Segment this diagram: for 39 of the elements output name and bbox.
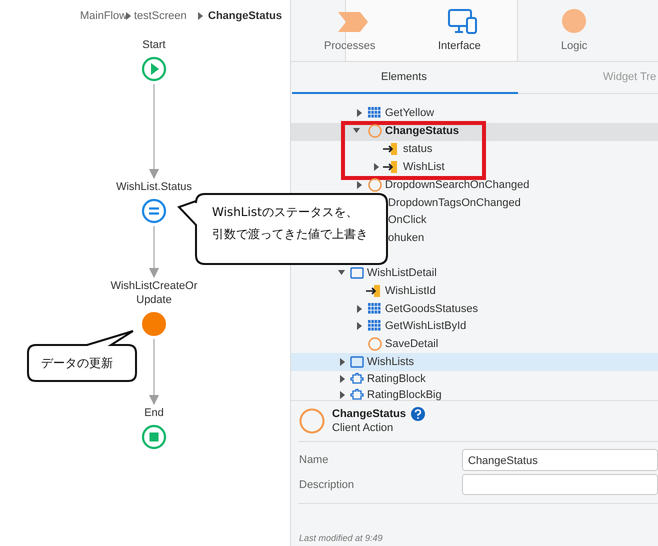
text-field: ChangeStatus: [462, 449, 658, 471]
tree-item: ChangeStatus: [385, 124, 459, 138]
tree-item: DropdownTagsOnChanged: [388, 196, 521, 210]
arrow: [149, 84, 159, 179]
tab-label: Logic: [561, 39, 588, 53]
node-label: End: [143, 406, 165, 420]
subtab-label: Elements: [381, 70, 427, 84]
tree-item: RatingBlockBig: [367, 388, 442, 402]
tree-item: DropdownSearchOnChanged: [385, 178, 530, 192]
tree-item: RatingBlock: [367, 372, 426, 386]
tree-item: GetGoodsStatuses: [385, 302, 478, 316]
tree-item: WishListId: [385, 284, 436, 298]
tree-item: GetWishListById: [385, 319, 466, 333]
subtab-label: Widget Tre: [603, 70, 656, 84]
tree-item: WishLists: [367, 355, 414, 369]
tree-item: status: [403, 142, 432, 156]
field-label: Name: [299, 453, 328, 467]
bubble-text: データの更新: [41, 355, 113, 372]
tree-item: WishList: [403, 160, 445, 174]
tree-item: SaveDetail: [385, 337, 438, 351]
breadcrumb-link: MainFlow: [80, 9, 128, 23]
bubble-text: WishListのステータスを、引数で渡ってきた値で上書き: [212, 204, 369, 243]
node-label: WishList.Status: [115, 180, 193, 194]
field-label: Description: [299, 478, 354, 492]
breadcrumb-current: ChangeStatus: [208, 9, 282, 23]
node-label: WishListCreateOr Update: [110, 279, 198, 307]
tree-item: ohuken: [388, 231, 424, 245]
arrow: [149, 226, 159, 278]
element-title: ChangeStatus: [332, 407, 406, 421]
element-type: Client Action: [332, 421, 394, 435]
tree-item: WishListDetail: [367, 266, 437, 280]
footer-note: Last modified at 9:49: [299, 532, 383, 545]
breadcrumb-link: testScreen: [134, 9, 187, 23]
tree-item: GetYellow: [385, 106, 434, 120]
tab-label: Processes: [324, 39, 376, 53]
tree-item: OnClick: [388, 213, 427, 227]
arrow: [149, 339, 159, 405]
node-label: Start: [141, 38, 167, 52]
tab-label: Interface: [438, 39, 481, 53]
